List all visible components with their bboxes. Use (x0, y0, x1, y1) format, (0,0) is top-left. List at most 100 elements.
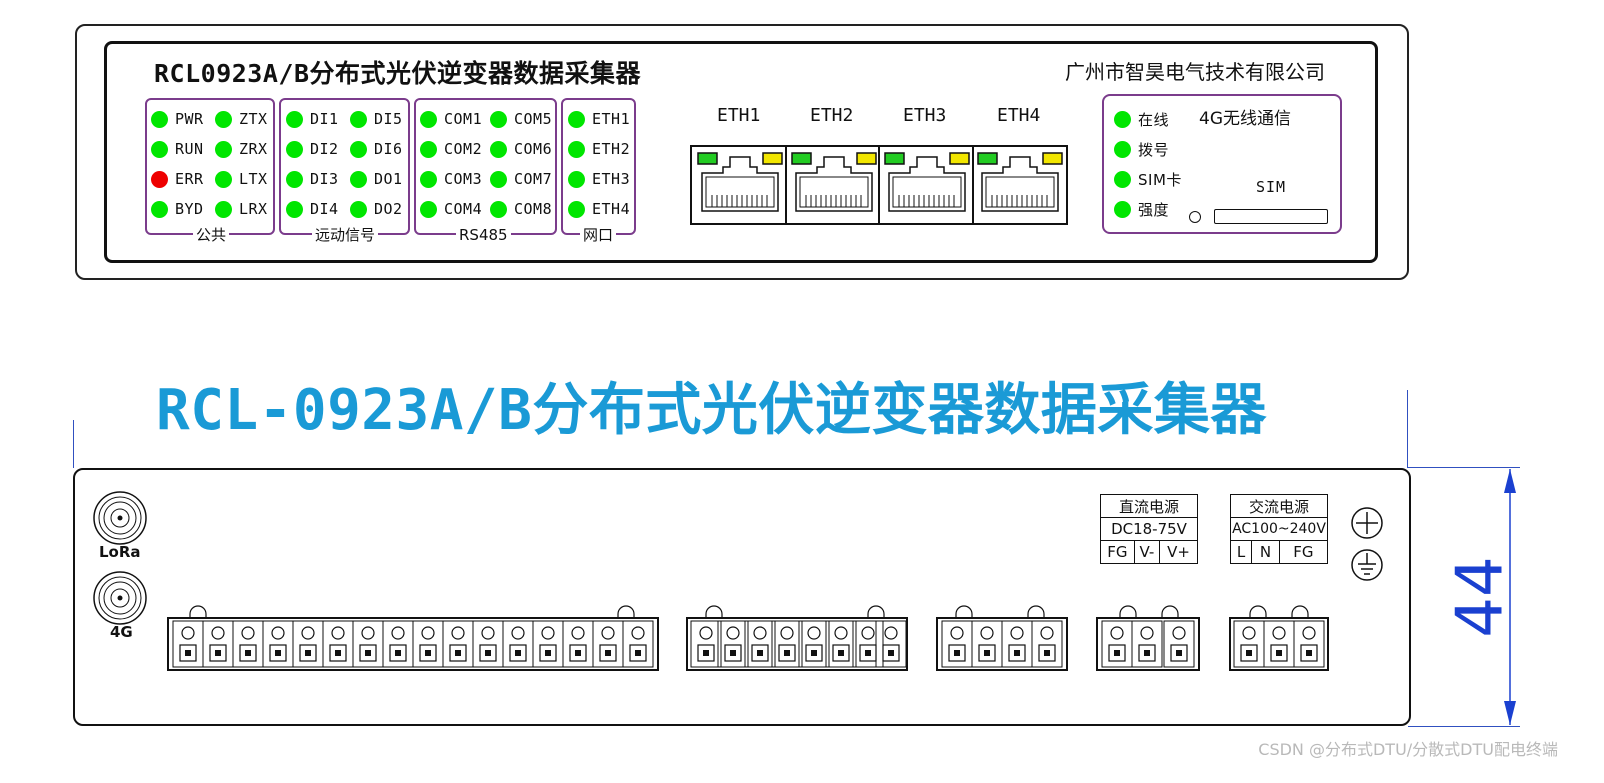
led-indicator: ZTX (215, 108, 268, 130)
reset-hole-icon (1189, 211, 1201, 223)
ac-power-spec: AC100~240V (1230, 517, 1328, 541)
led-group-label-remote-signal: 远动信号 (312, 227, 379, 243)
led-indicator: DO2 (350, 198, 403, 220)
led-indicator: 拨号 (1114, 138, 1169, 160)
led-indicator: COM6 (490, 138, 552, 160)
led-indicator: DI4 (286, 198, 339, 220)
antenna-label-4g: 4G (110, 623, 133, 641)
front-panel-title: RCL0923A/B分布式光伏逆变器数据采集器 (154, 59, 642, 88)
led-indicator: ETH1 (568, 108, 630, 130)
4g-module-panel (1102, 94, 1342, 234)
terminal-block-16-pin (167, 605, 659, 671)
eth-port-label: ETH2 (810, 105, 854, 126)
ac-pin-label: N (1251, 540, 1280, 564)
led-light-icon (286, 200, 303, 218)
led-indicator: DI5 (350, 108, 403, 130)
eth-port-label: ETH3 (903, 105, 947, 126)
led-indicator: ERR (151, 168, 204, 190)
front-panel-face (104, 41, 1378, 263)
antenna-connector-icon[interactable] (92, 490, 148, 546)
front-panel-outline (75, 24, 1409, 280)
led-light-icon (568, 140, 585, 158)
terminal-blocks-drawing (167, 605, 1200, 671)
dimension-extension-line (1407, 390, 1408, 468)
led-light-icon (490, 200, 507, 218)
led-light-icon (286, 110, 303, 128)
dc-power-spec: DC18-75V (1100, 517, 1198, 541)
led-indicator: DI1 (286, 108, 339, 130)
led-indicator: COM8 (490, 198, 552, 220)
led-light-icon (420, 170, 437, 188)
ground-symbol-icon (1351, 549, 1383, 581)
led-indicator: COM7 (490, 168, 552, 190)
led-light-icon (1114, 110, 1131, 128)
height-dimension-line (1504, 469, 1516, 725)
antenna-connector-icon[interactable] (92, 570, 148, 626)
dimension-extension-line (1408, 726, 1520, 727)
led-indicator: DO1 (350, 168, 403, 190)
led-light-icon (1114, 140, 1131, 158)
rj45-ports-drawing (697, 145, 1063, 225)
led-light-icon (568, 200, 585, 218)
led-indicator: LRX (215, 198, 268, 220)
led-light-icon (490, 110, 507, 128)
led-indicator: ZRX (215, 138, 268, 160)
led-light-icon (420, 110, 437, 128)
terminal-block-dc-power (1096, 605, 1200, 671)
led-group-label-network: 网口 (580, 227, 617, 243)
sim-label: SIM (1256, 178, 1287, 196)
led-light-icon (215, 200, 232, 218)
screw-terminal-icon[interactable] (1350, 506, 1384, 540)
led-indicator: RUN (151, 138, 204, 160)
led-indicator: PWR (151, 108, 204, 130)
rear-panel (73, 468, 1411, 726)
led-indicator: 强度 (1114, 198, 1169, 220)
dimension-extension-line (1408, 467, 1520, 468)
dc-pin-label: V+ (1158, 540, 1199, 564)
terminal-block-8-pin (686, 605, 908, 671)
dc-power-label: 直流电源 DC18-75V FG V- V+ (1100, 494, 1199, 564)
led-light-icon (420, 200, 437, 218)
sim-card-slot[interactable] (1214, 209, 1328, 224)
led-indicator: DI3 (286, 168, 339, 190)
antenna-label-lora: LoRa (99, 543, 141, 561)
led-light-icon (151, 110, 168, 128)
led-light-icon (286, 140, 303, 158)
led-indicator: COM4 (420, 198, 482, 220)
dc-power-title: 直流电源 (1100, 494, 1198, 518)
led-light-icon (215, 170, 232, 188)
company-name: 广州市智昊电气技术有限公司 (1065, 60, 1325, 84)
led-indicator: 在线 (1114, 108, 1169, 130)
product-title: RCL-0923A/B分布式光伏逆变器数据采集器 (156, 378, 1267, 443)
ac-power-title: 交流电源 (1230, 494, 1328, 518)
watermark: CSDN @分布式DTU/分散式DTU配电终端 (1258, 740, 1558, 759)
led-light-icon (151, 200, 168, 218)
dc-pin-label: V- (1133, 540, 1160, 564)
dimension-extension-line (73, 420, 74, 468)
led-light-icon (215, 140, 232, 158)
led-light-icon (215, 110, 232, 128)
led-indicator: LTX (215, 168, 268, 190)
ac-pin-label: FG (1278, 540, 1329, 564)
led-light-icon (350, 110, 367, 128)
led-group-label-common: 公共 (193, 227, 230, 243)
height-dimension-value: 44 (1443, 556, 1518, 638)
led-indicator: ETH3 (568, 168, 630, 190)
led-light-icon (1114, 170, 1131, 188)
led-indicator: ETH4 (568, 198, 630, 220)
4g-module-title: 4G无线通信 (1199, 109, 1291, 129)
led-light-icon (1114, 200, 1131, 218)
led-indicator: DI2 (286, 138, 339, 160)
ac-pin-label: L (1229, 540, 1253, 564)
eth-port-label: ETH4 (997, 105, 1041, 126)
led-light-icon (286, 170, 303, 188)
led-indicator: COM2 (420, 138, 482, 160)
led-light-icon (490, 170, 507, 188)
led-indicator: SIM卡 (1114, 168, 1182, 190)
led-light-icon (568, 110, 585, 128)
led-light-icon (490, 140, 507, 158)
terminal-block-ac-power (1229, 605, 1329, 671)
led-light-icon (151, 140, 168, 158)
led-indicator: DI6 (350, 138, 403, 160)
ac-power-label: 交流电源 AC100~240V L N FG (1229, 494, 1329, 564)
